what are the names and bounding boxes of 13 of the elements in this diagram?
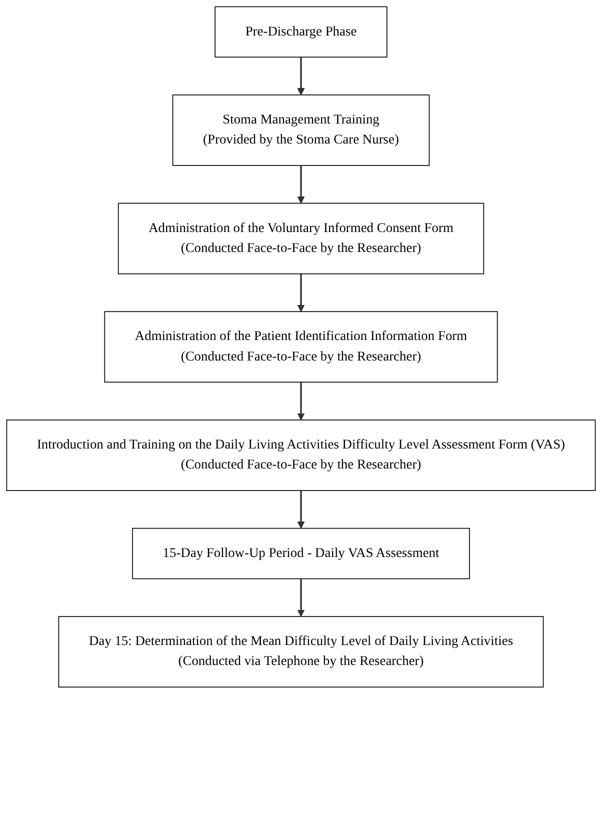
arrow [297, 274, 305, 312]
node-box [214, 6, 388, 58]
arrow [297, 57, 305, 96]
arrow [297, 578, 305, 617]
node-box [6, 420, 596, 491]
arrow [297, 382, 305, 420]
node-box [132, 528, 470, 580]
arrow [297, 165, 305, 204]
node-box [118, 202, 484, 274]
node-box [172, 94, 430, 166]
node-box [104, 311, 498, 383]
arrow [297, 490, 305, 529]
node-box [58, 616, 544, 688]
